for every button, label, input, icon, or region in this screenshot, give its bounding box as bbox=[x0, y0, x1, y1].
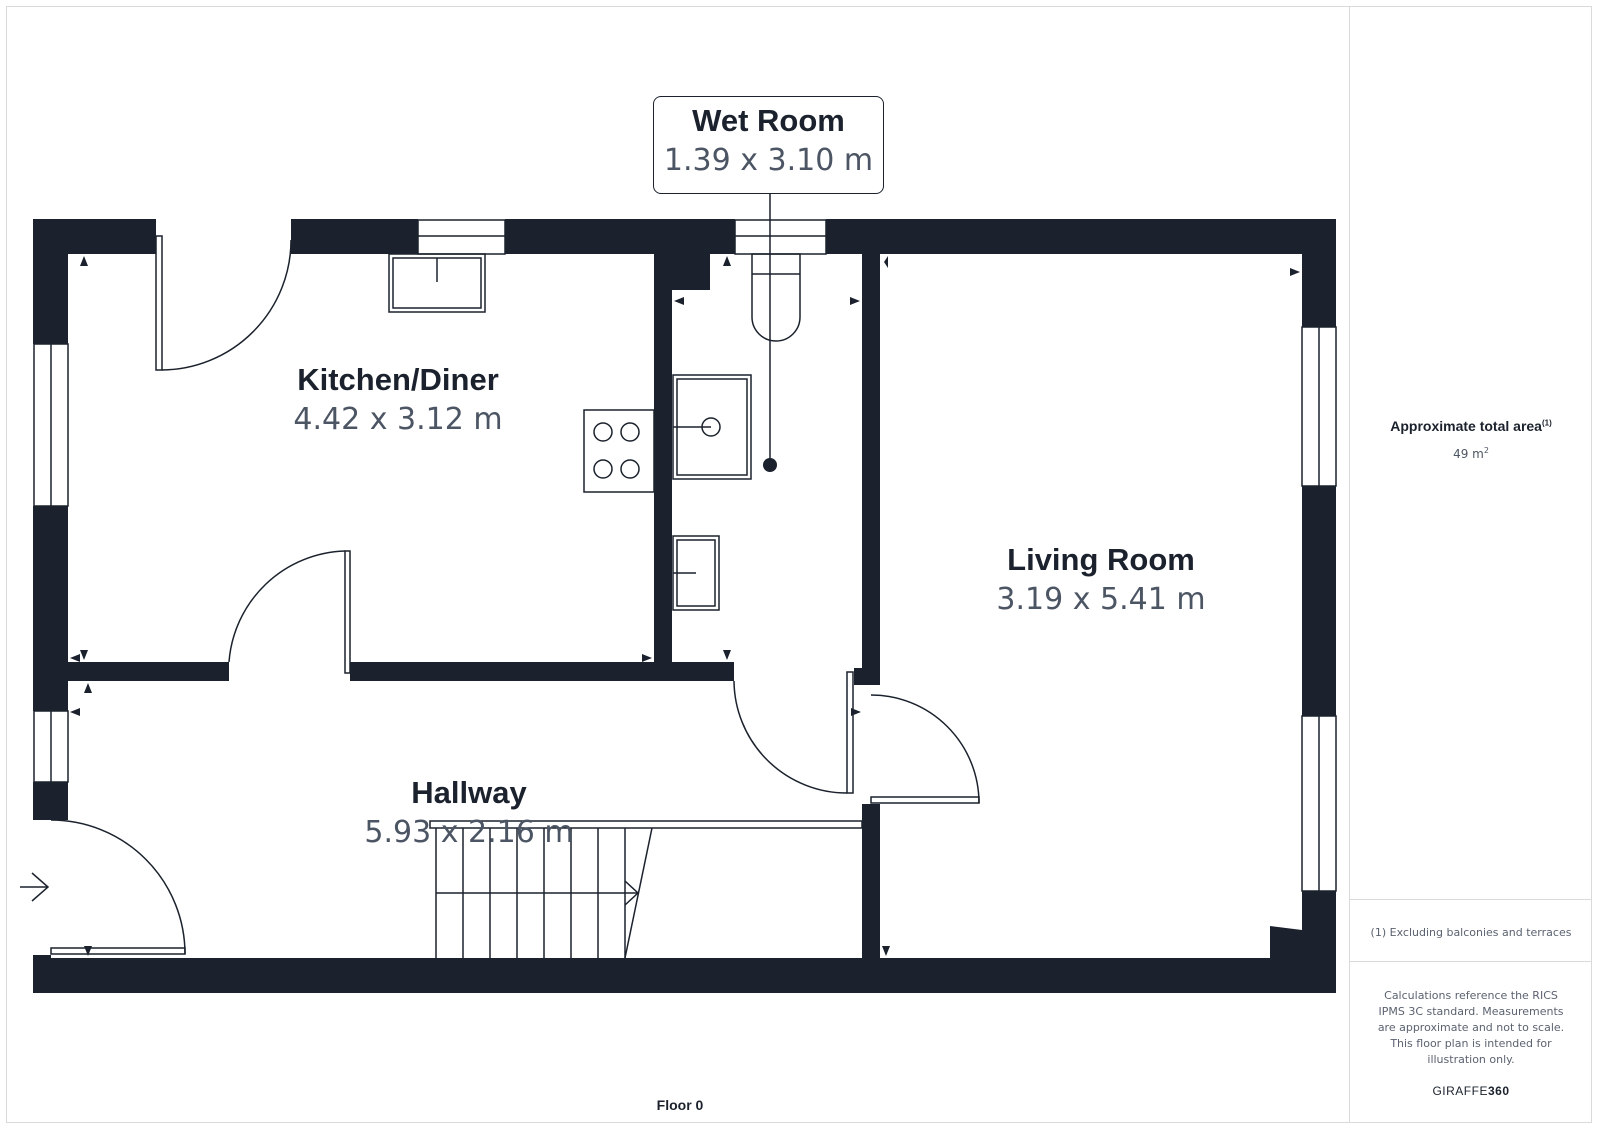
brand-suffix: 360 bbox=[1487, 1084, 1510, 1098]
room-dimensions: 4.42 x 3.12 m bbox=[293, 402, 503, 437]
area-footnote-marker: (1) bbox=[1541, 418, 1552, 428]
wet-room-callout: Wet Room 1.39 x 3.10 m bbox=[653, 96, 884, 194]
room-name: Kitchen/Diner bbox=[297, 362, 499, 397]
area-unit-sup: 2 bbox=[1483, 446, 1489, 455]
floor-plan-drawing bbox=[20, 194, 1337, 993]
area-value-text: 49 m bbox=[1453, 447, 1484, 461]
page-frame bbox=[6, 6, 1592, 1123]
room-label-living-room: Living Room 3.19 x 5.41 m bbox=[996, 540, 1205, 620]
brand-prefix: GIRAFFE bbox=[1432, 1084, 1488, 1098]
floor-label: Floor 0 bbox=[656, 1097, 704, 1113]
sidebar-divider bbox=[1349, 6, 1350, 1123]
room-dimensions: 3.19 x 5.41 m bbox=[996, 582, 1206, 617]
walls bbox=[33, 219, 1336, 993]
room-name: Hallway bbox=[411, 775, 527, 810]
room-name: Living Room bbox=[1007, 542, 1195, 577]
total-area-title: Approximate total area(1) bbox=[1350, 418, 1592, 434]
room-name: Wet Room bbox=[692, 103, 845, 138]
room-label-hallway: Hallway 5.93 x 2.16 m bbox=[364, 773, 573, 853]
sidebar-separator bbox=[1350, 961, 1592, 962]
total-area-value: 49 m2 bbox=[1350, 446, 1592, 461]
sidebar-separator bbox=[1350, 899, 1592, 900]
info-sidebar: Approximate total area(1) 49 m2 (1) Excl… bbox=[1350, 6, 1592, 1123]
dimension-markers bbox=[70, 256, 1300, 956]
area-footnote: (1) Excluding balconies and terraces bbox=[1370, 926, 1572, 939]
disclaimer: Calculations reference the RICS IPMS 3C … bbox=[1377, 989, 1565, 1066]
room-dimensions: 5.93 x 2.16 m bbox=[364, 815, 574, 850]
callout-anchor-dot bbox=[763, 458, 777, 472]
brand-logo: GIRAFFE360 bbox=[1350, 1084, 1592, 1098]
room-label-kitchen: Kitchen/Diner 4.42 x 3.12 m bbox=[293, 360, 502, 440]
area-title-text: Approximate total area bbox=[1390, 418, 1542, 434]
fixtures bbox=[20, 194, 1337, 959]
room-dimensions: 1.39 x 3.10 m bbox=[663, 143, 874, 178]
